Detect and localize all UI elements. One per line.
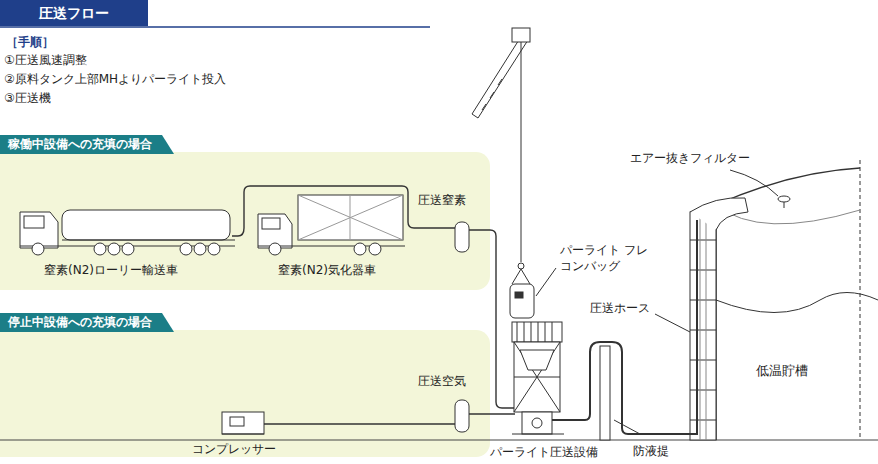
compressor xyxy=(222,412,264,434)
part-name: パーライト圧送設備 xyxy=(490,444,598,460)
part-name: 窒素(N2)気化器車 xyxy=(278,262,376,278)
panel-tab: 稼働中設備への充填の場合 xyxy=(0,135,174,154)
vaporizer-truck xyxy=(258,195,405,255)
part-name: エアー抜きフィルター xyxy=(630,150,750,166)
title-bar: 圧送フロー xyxy=(0,0,148,26)
part-name: パーライト フレコンバッグ xyxy=(560,242,652,274)
case-panel: 停止中設備への充填の場合 xyxy=(0,311,490,457)
step: ②原料タンク上部MHよりパーライト投入 xyxy=(4,71,226,87)
part-name: 圧送空気 xyxy=(418,373,466,389)
perlite-feed-equipment xyxy=(512,322,564,434)
part-name: 窒素(N2)ローリー輸送車 xyxy=(44,262,178,278)
low-temperature-tank xyxy=(684,160,878,440)
panel-ground xyxy=(0,330,490,457)
flecon-bag xyxy=(510,269,534,318)
part-name: 低温貯槽 xyxy=(756,362,808,380)
roller-truck xyxy=(20,210,235,255)
panel-tab: 停止中設備への充填の場合 xyxy=(0,313,174,332)
part-name: 圧送窒素 xyxy=(418,192,466,208)
step: ③圧送機 xyxy=(4,90,51,106)
step-heading: ［手順］ xyxy=(6,34,54,50)
leader-line xyxy=(536,170,778,434)
step: ①圧送風速調整 xyxy=(4,52,87,68)
part-name: コンプレッサー xyxy=(192,441,276,457)
part-name: 圧送ホース xyxy=(590,300,650,316)
part-name: 防液提 xyxy=(633,443,669,459)
crane xyxy=(472,28,530,269)
